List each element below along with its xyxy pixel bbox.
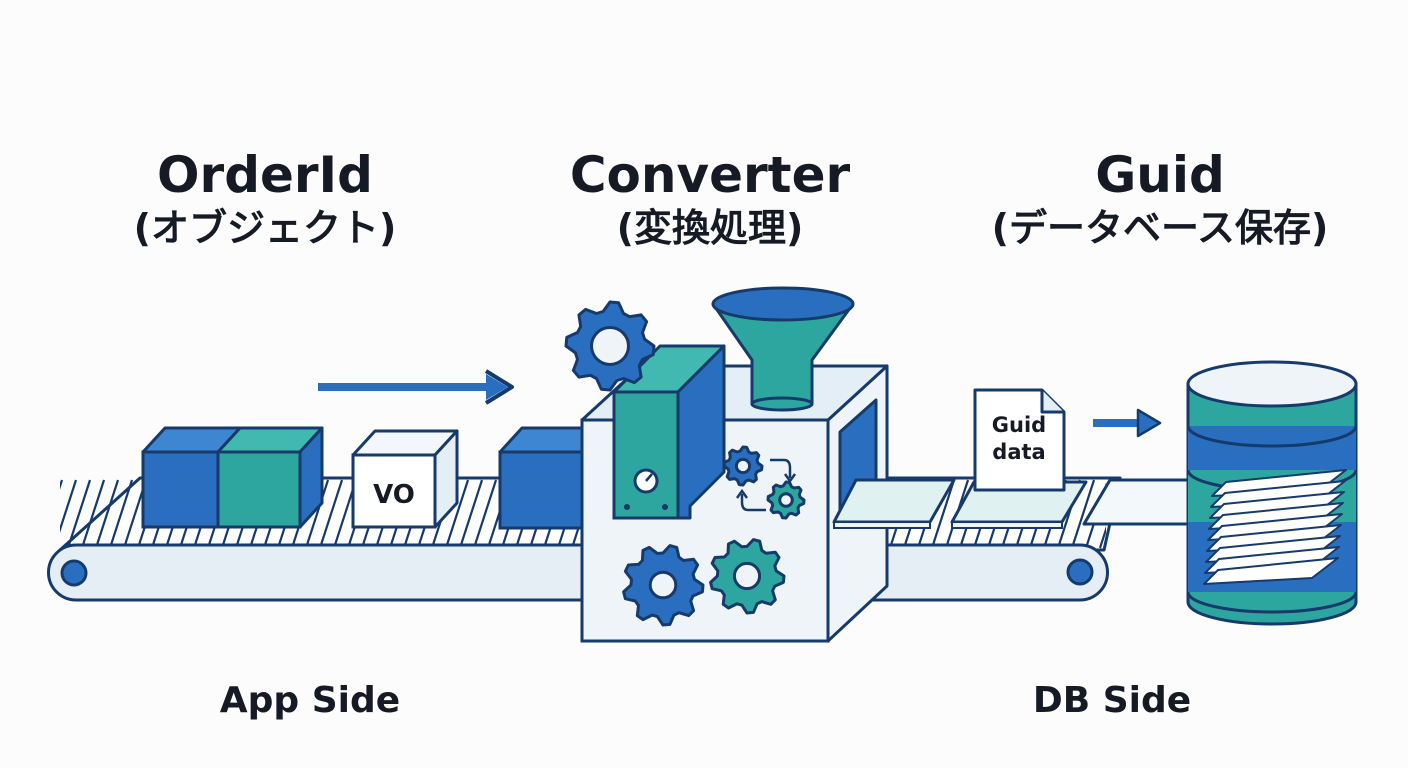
gear-icon <box>622 544 705 627</box>
side-label-app: App Side <box>219 680 401 721</box>
belt-stripe <box>1070 479 1096 549</box>
belt-stripe <box>318 479 344 549</box>
belt-stripe <box>1098 525 1106 549</box>
belt-stripe <box>472 479 498 549</box>
heading-converter: Converter (変換処理) <box>540 146 880 252</box>
cube-blue-entering <box>498 426 592 530</box>
belt-stripe <box>108 479 134 549</box>
paper-stack <box>1203 469 1347 585</box>
funnel-icon <box>711 286 855 412</box>
database-icon <box>1186 360 1358 626</box>
cube-blue-left <box>141 426 242 529</box>
roller-left <box>60 559 88 587</box>
paper-sheet <box>1203 557 1339 585</box>
output-sheet-1 <box>832 478 956 529</box>
heading-orderid-title: OrderId <box>157 146 373 204</box>
gear-group <box>564 300 806 627</box>
arrow-right-icon <box>1093 408 1162 438</box>
belt-stripe <box>80 479 106 549</box>
gear-icon <box>722 445 764 487</box>
cube-teal <box>216 426 324 529</box>
heading-orderid: OrderId (オブジェクト) <box>95 146 435 252</box>
belt-stripe <box>66 479 92 549</box>
side-label-db: DB Side <box>1032 680 1192 721</box>
belt-stripe <box>60 479 64 490</box>
document-line1: Guid <box>992 413 1046 437</box>
belt-stripe <box>60 479 78 534</box>
gear-icon <box>766 480 806 520</box>
roller-right <box>1066 558 1094 586</box>
belt-stripe <box>304 479 330 549</box>
heading-guid-subtitle: (データベース保存) <box>991 206 1329 250</box>
arrow-right-icon <box>318 369 514 405</box>
belt-stripe <box>930 479 956 549</box>
belt-stripe <box>444 479 470 549</box>
heading-converter-title: Converter <box>569 146 851 204</box>
document-line2: data <box>992 440 1045 464</box>
gear-icon <box>564 300 656 392</box>
heading-guid: Guid (データベース保存) <box>940 146 1380 252</box>
document-icon: Guid data <box>973 388 1066 492</box>
gear-icon <box>709 538 786 615</box>
heading-guid-title: Guid <box>1095 146 1225 204</box>
vo-box-label: VO <box>373 480 415 510</box>
belt-stripe <box>94 479 120 549</box>
converter-tower <box>612 344 726 520</box>
heading-orderid-subtitle: (オブジェクト) <box>133 206 397 250</box>
heading-converter-subtitle: (変換処理) <box>616 206 804 250</box>
belt-stripe <box>458 479 484 549</box>
vo-box: VO <box>351 429 459 529</box>
